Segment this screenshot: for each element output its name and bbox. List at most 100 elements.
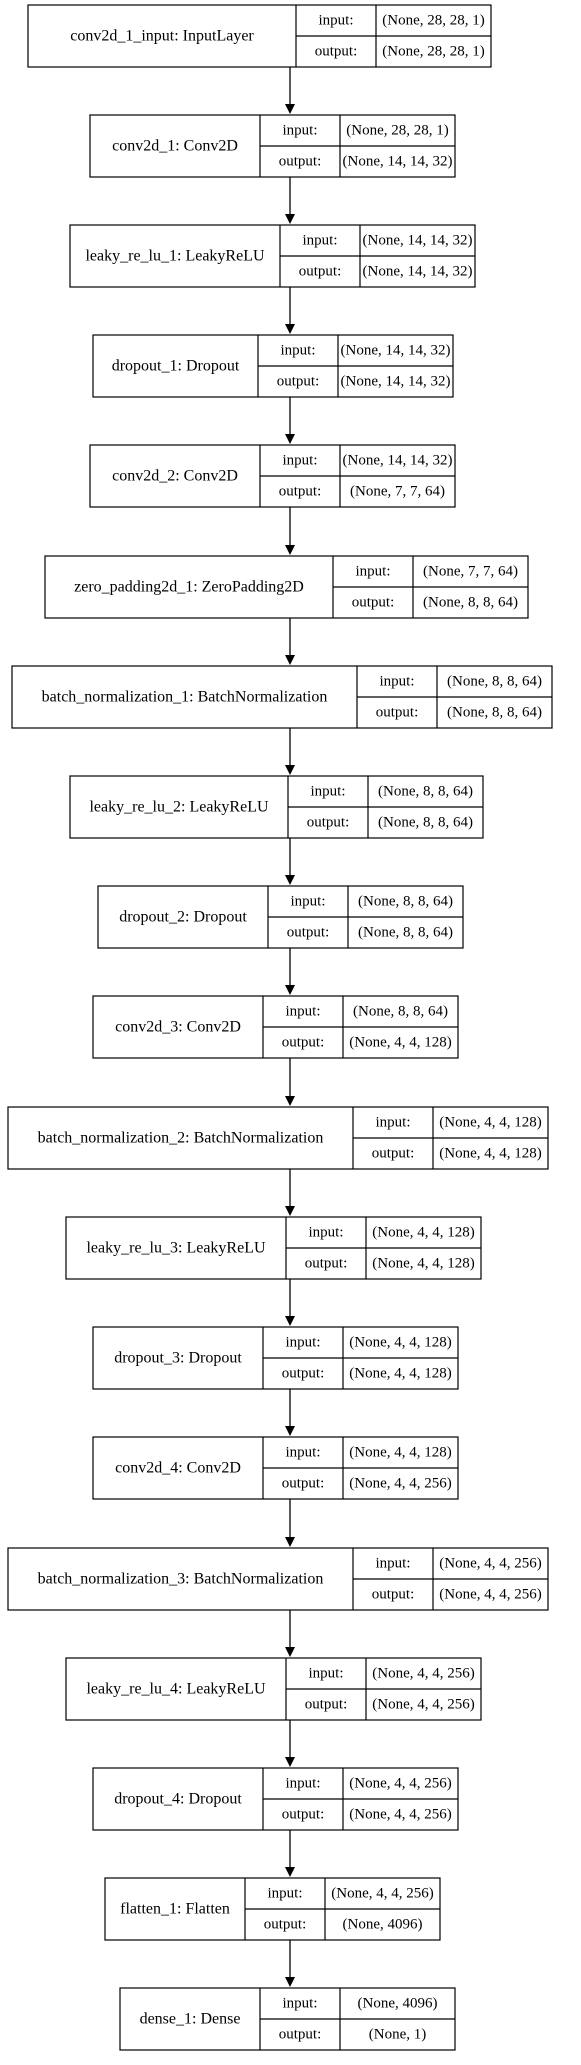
input-shape: (None, 7, 7, 64): [423, 564, 518, 580]
diagram-edges: [285, 67, 295, 1987]
output-port-label: output:: [279, 154, 322, 170]
output-shape: (None, 4, 4, 128): [372, 1256, 474, 1272]
flow-arrow: [285, 177, 295, 224]
input-port-label: input:: [310, 784, 345, 800]
layer-name: conv2d_3: Conv2D: [115, 1019, 241, 1036]
output-shape: (None, 4, 4, 256): [349, 1807, 451, 1823]
flow-arrow: [285, 1169, 295, 1216]
arrow-head-icon: [285, 1096, 295, 1106]
input-port-label: input:: [282, 1996, 317, 2012]
input-shape: (None, 4, 4, 128): [349, 1445, 451, 1461]
output-port-label: output:: [264, 1917, 307, 1933]
input-port-label: input:: [285, 1445, 320, 1461]
output-port-label: output:: [279, 484, 322, 500]
arrow-head-icon: [285, 434, 295, 444]
output-shape: (None, 8, 8, 64): [423, 595, 518, 611]
arrow-head-icon: [285, 765, 295, 775]
input-shape: (None, 4, 4, 256): [372, 1666, 474, 1682]
arrow-head-icon: [285, 1426, 295, 1436]
output-port-label: output:: [282, 1476, 325, 1492]
layer-node: batch_normalization_2: BatchNormalizatio…: [7, 1106, 549, 1170]
output-port-label: output:: [282, 1035, 325, 1051]
input-shape: (None, 14, 14, 32): [343, 453, 453, 469]
output-port-label: output:: [307, 815, 350, 831]
output-shape: (None, 7, 7, 64): [350, 484, 445, 500]
input-shape: (None, 8, 8, 64): [353, 1004, 448, 1020]
input-port-label: input:: [282, 453, 317, 469]
arrow-head-icon: [285, 1206, 295, 1216]
layer-node: batch_normalization_3: BatchNormalizatio…: [7, 1547, 549, 1611]
arrow-head-icon: [285, 875, 295, 885]
layer-node: conv2d_1_input: InputLayerinput:output:(…: [27, 4, 492, 68]
input-shape: (None, 4, 4, 128): [349, 1335, 451, 1351]
layer-name: dropout_2: Dropout: [119, 909, 247, 926]
layer-node: leaky_re_lu_2: LeakyReLU input: output: (No…: [69, 775, 484, 839]
input-shape: (None, 4, 4, 128): [372, 1225, 474, 1241]
layer-name: leaky_re_lu_1: LeakyReLU: [85, 248, 264, 265]
flow-arrow: [285, 1610, 295, 1657]
layer-node: batch_normalization_1: BatchNormalizatio…: [11, 665, 553, 729]
output-port-label: output:: [277, 374, 320, 390]
input-shape: (None, 14, 14, 32): [341, 343, 451, 359]
layer-name: conv2d_1: Conv2D: [112, 138, 238, 155]
layer-name: dropout_4: Dropout: [114, 1791, 242, 1808]
layer-name: batch_normalization_1: BatchNormalizatio…: [42, 689, 328, 706]
arrow-head-icon: [285, 214, 295, 224]
output-port-label: output:: [305, 1256, 348, 1272]
diagram-nodes: conv2d_1_input: InputLayerinput:output:(…: [7, 4, 553, 2051]
layer-node: zero_padding2d_1: ZeroPadding2Dinput:out…: [44, 555, 529, 619]
output-port-label: output:: [282, 1366, 325, 1382]
output-shape: (None, 8, 8, 64): [358, 925, 453, 941]
input-shape: (None, 4096): [358, 1996, 438, 2012]
input-shape: (None, 4, 4, 256): [331, 1886, 433, 1902]
input-shape: (None, 14, 14, 32): [363, 233, 473, 249]
input-shape: (None, 8, 8, 64): [378, 784, 473, 800]
arrow-head-icon: [285, 1537, 295, 1547]
layer-node: leaky_re_lu_3: LeakyReLUinput:output:(No…: [65, 1216, 482, 1280]
layer-name: leaky_re_lu_2: LeakyReLU: [89, 799, 268, 816]
layer-name: conv2d_2: Conv2D: [112, 468, 238, 485]
flow-arrow: [285, 948, 295, 995]
input-shape: (None, 4, 4, 256): [349, 1776, 451, 1792]
flow-arrow: [285, 1830, 295, 1877]
layer-name: batch_normalization_2: BatchNormalizatio…: [38, 1130, 324, 1147]
flow-arrow: [285, 67, 295, 114]
layer-name: zero_padding2d_1: ZeroPadding2D: [74, 579, 304, 596]
arrow-head-icon: [285, 1316, 295, 1326]
flow-arrow: [285, 1720, 295, 1767]
flow-arrow: [285, 397, 295, 444]
flow-arrow: [285, 287, 295, 334]
input-port-label: input:: [285, 1776, 320, 1792]
flow-arrow: [285, 1940, 295, 1987]
arrow-head-icon: [285, 324, 295, 334]
flow-arrow: [285, 838, 295, 885]
output-shape: (None, 4, 4, 256): [439, 1587, 541, 1603]
input-port-label: input:: [290, 894, 325, 910]
arrow-head-icon: [285, 545, 295, 555]
output-shape: (None, 4, 4, 256): [349, 1476, 451, 1492]
input-port-label: input:: [379, 674, 414, 690]
flow-arrow: [285, 1389, 295, 1436]
arrow-head-icon: [285, 1757, 295, 1767]
layer-node: conv2d_2: Conv2D input: output: (None, 14, …: [89, 444, 456, 508]
layer-name: leaky_re_lu_3: LeakyReLU: [86, 1240, 265, 1257]
output-shape: (None, 4, 4, 128): [439, 1146, 541, 1162]
output-shape: (None, 14, 14, 32): [363, 264, 473, 280]
input-port-label: input:: [282, 123, 317, 139]
flow-arrow: [285, 1058, 295, 1106]
arrow-head-icon: [285, 1647, 295, 1657]
input-port-label: input:: [308, 1666, 343, 1682]
input-shape: (None, 4, 4, 128): [439, 1115, 541, 1131]
output-port-label: output:: [315, 44, 358, 60]
output-port-label: output:: [372, 1587, 415, 1603]
arrow-head-icon: [285, 104, 295, 114]
